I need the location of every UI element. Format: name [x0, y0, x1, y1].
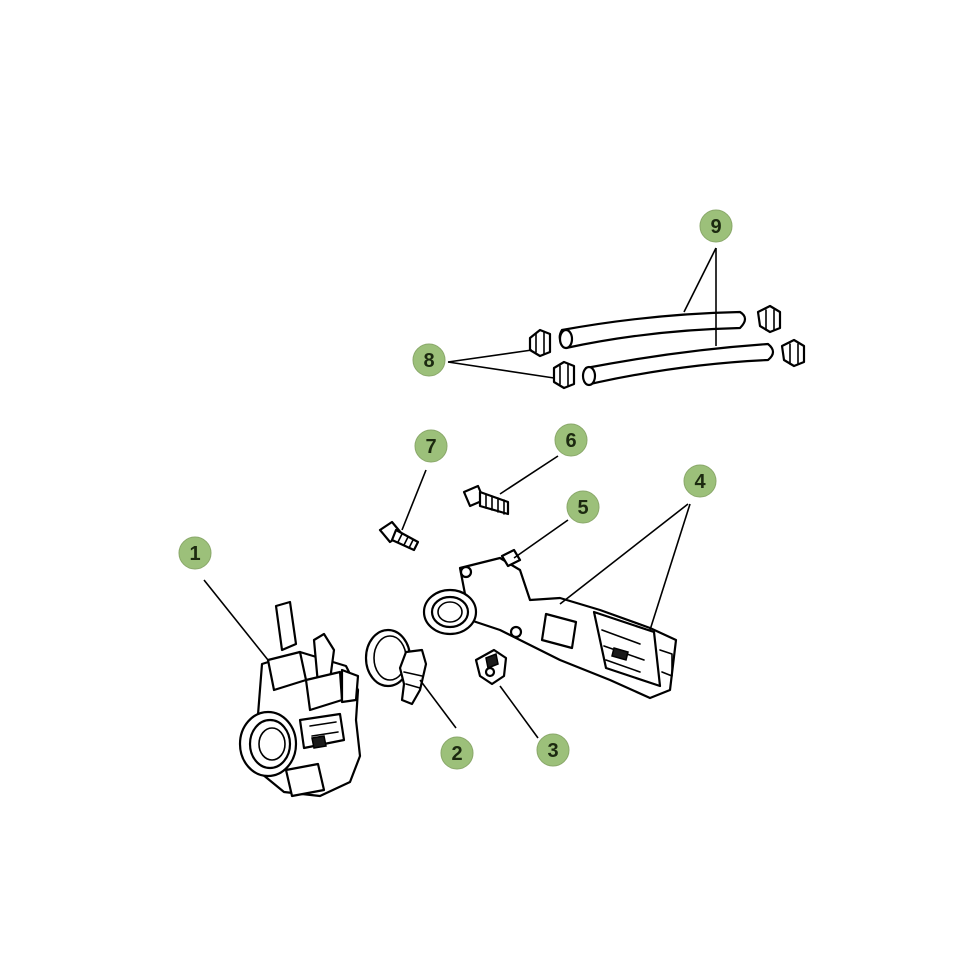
- callout-4-circle: [683, 464, 717, 498]
- leader-2: [419, 679, 457, 729]
- callout-8-label: 8: [423, 350, 434, 372]
- part-bracket: [474, 648, 508, 686]
- callout-7-label: 7: [425, 436, 436, 458]
- leader-9a: [683, 247, 717, 313]
- callout-6-circle: [554, 423, 588, 457]
- callout-1-label: 1: [189, 543, 200, 565]
- callout-9-label: 9: [710, 216, 721, 238]
- callout-3: 3: [536, 733, 570, 767]
- callout-5-label: 5: [577, 497, 588, 519]
- leader-4b: [649, 503, 691, 631]
- callout-5-circle: [566, 490, 600, 524]
- callout-2: 2: [440, 736, 474, 770]
- leader-1: [203, 579, 269, 661]
- callout-3-circle: [536, 733, 570, 767]
- callout-7: 7: [414, 429, 448, 463]
- callout-6: 6: [554, 423, 588, 457]
- part-hose-clamps: [528, 304, 806, 390]
- part-clamp-fitting: [364, 628, 428, 706]
- part-screw-6: [462, 484, 510, 516]
- leader-lines: [203, 247, 717, 739]
- callout-4: 4: [683, 464, 717, 498]
- callout-9: 9: [699, 209, 733, 243]
- callout-9-circle: [699, 209, 733, 243]
- leader-8b: [447, 361, 555, 379]
- part-hoses: [558, 310, 775, 387]
- callout-7-circle: [414, 429, 448, 463]
- part-intake-manifold: [422, 548, 678, 700]
- callout-6-label: 6: [565, 430, 576, 452]
- callout-1: 1: [178, 536, 212, 570]
- leader-5: [513, 519, 569, 559]
- leader-3: [499, 685, 539, 739]
- leader-4a: [559, 503, 689, 605]
- callout-8: 8: [412, 343, 446, 377]
- callout-8-circle: [412, 343, 446, 377]
- part-screw-7: [378, 520, 420, 552]
- callout-3-label: 3: [547, 740, 558, 762]
- callout-4-label: 4: [694, 471, 706, 493]
- callout-2-circle: [440, 736, 474, 770]
- leader-7: [401, 469, 427, 531]
- callout-1-circle: [178, 536, 212, 570]
- callout-2-label: 2: [451, 743, 462, 765]
- part-carburettor: [238, 600, 362, 798]
- leader-6: [499, 455, 559, 495]
- callout-5: 5: [566, 490, 600, 524]
- leader-8a: [447, 349, 533, 363]
